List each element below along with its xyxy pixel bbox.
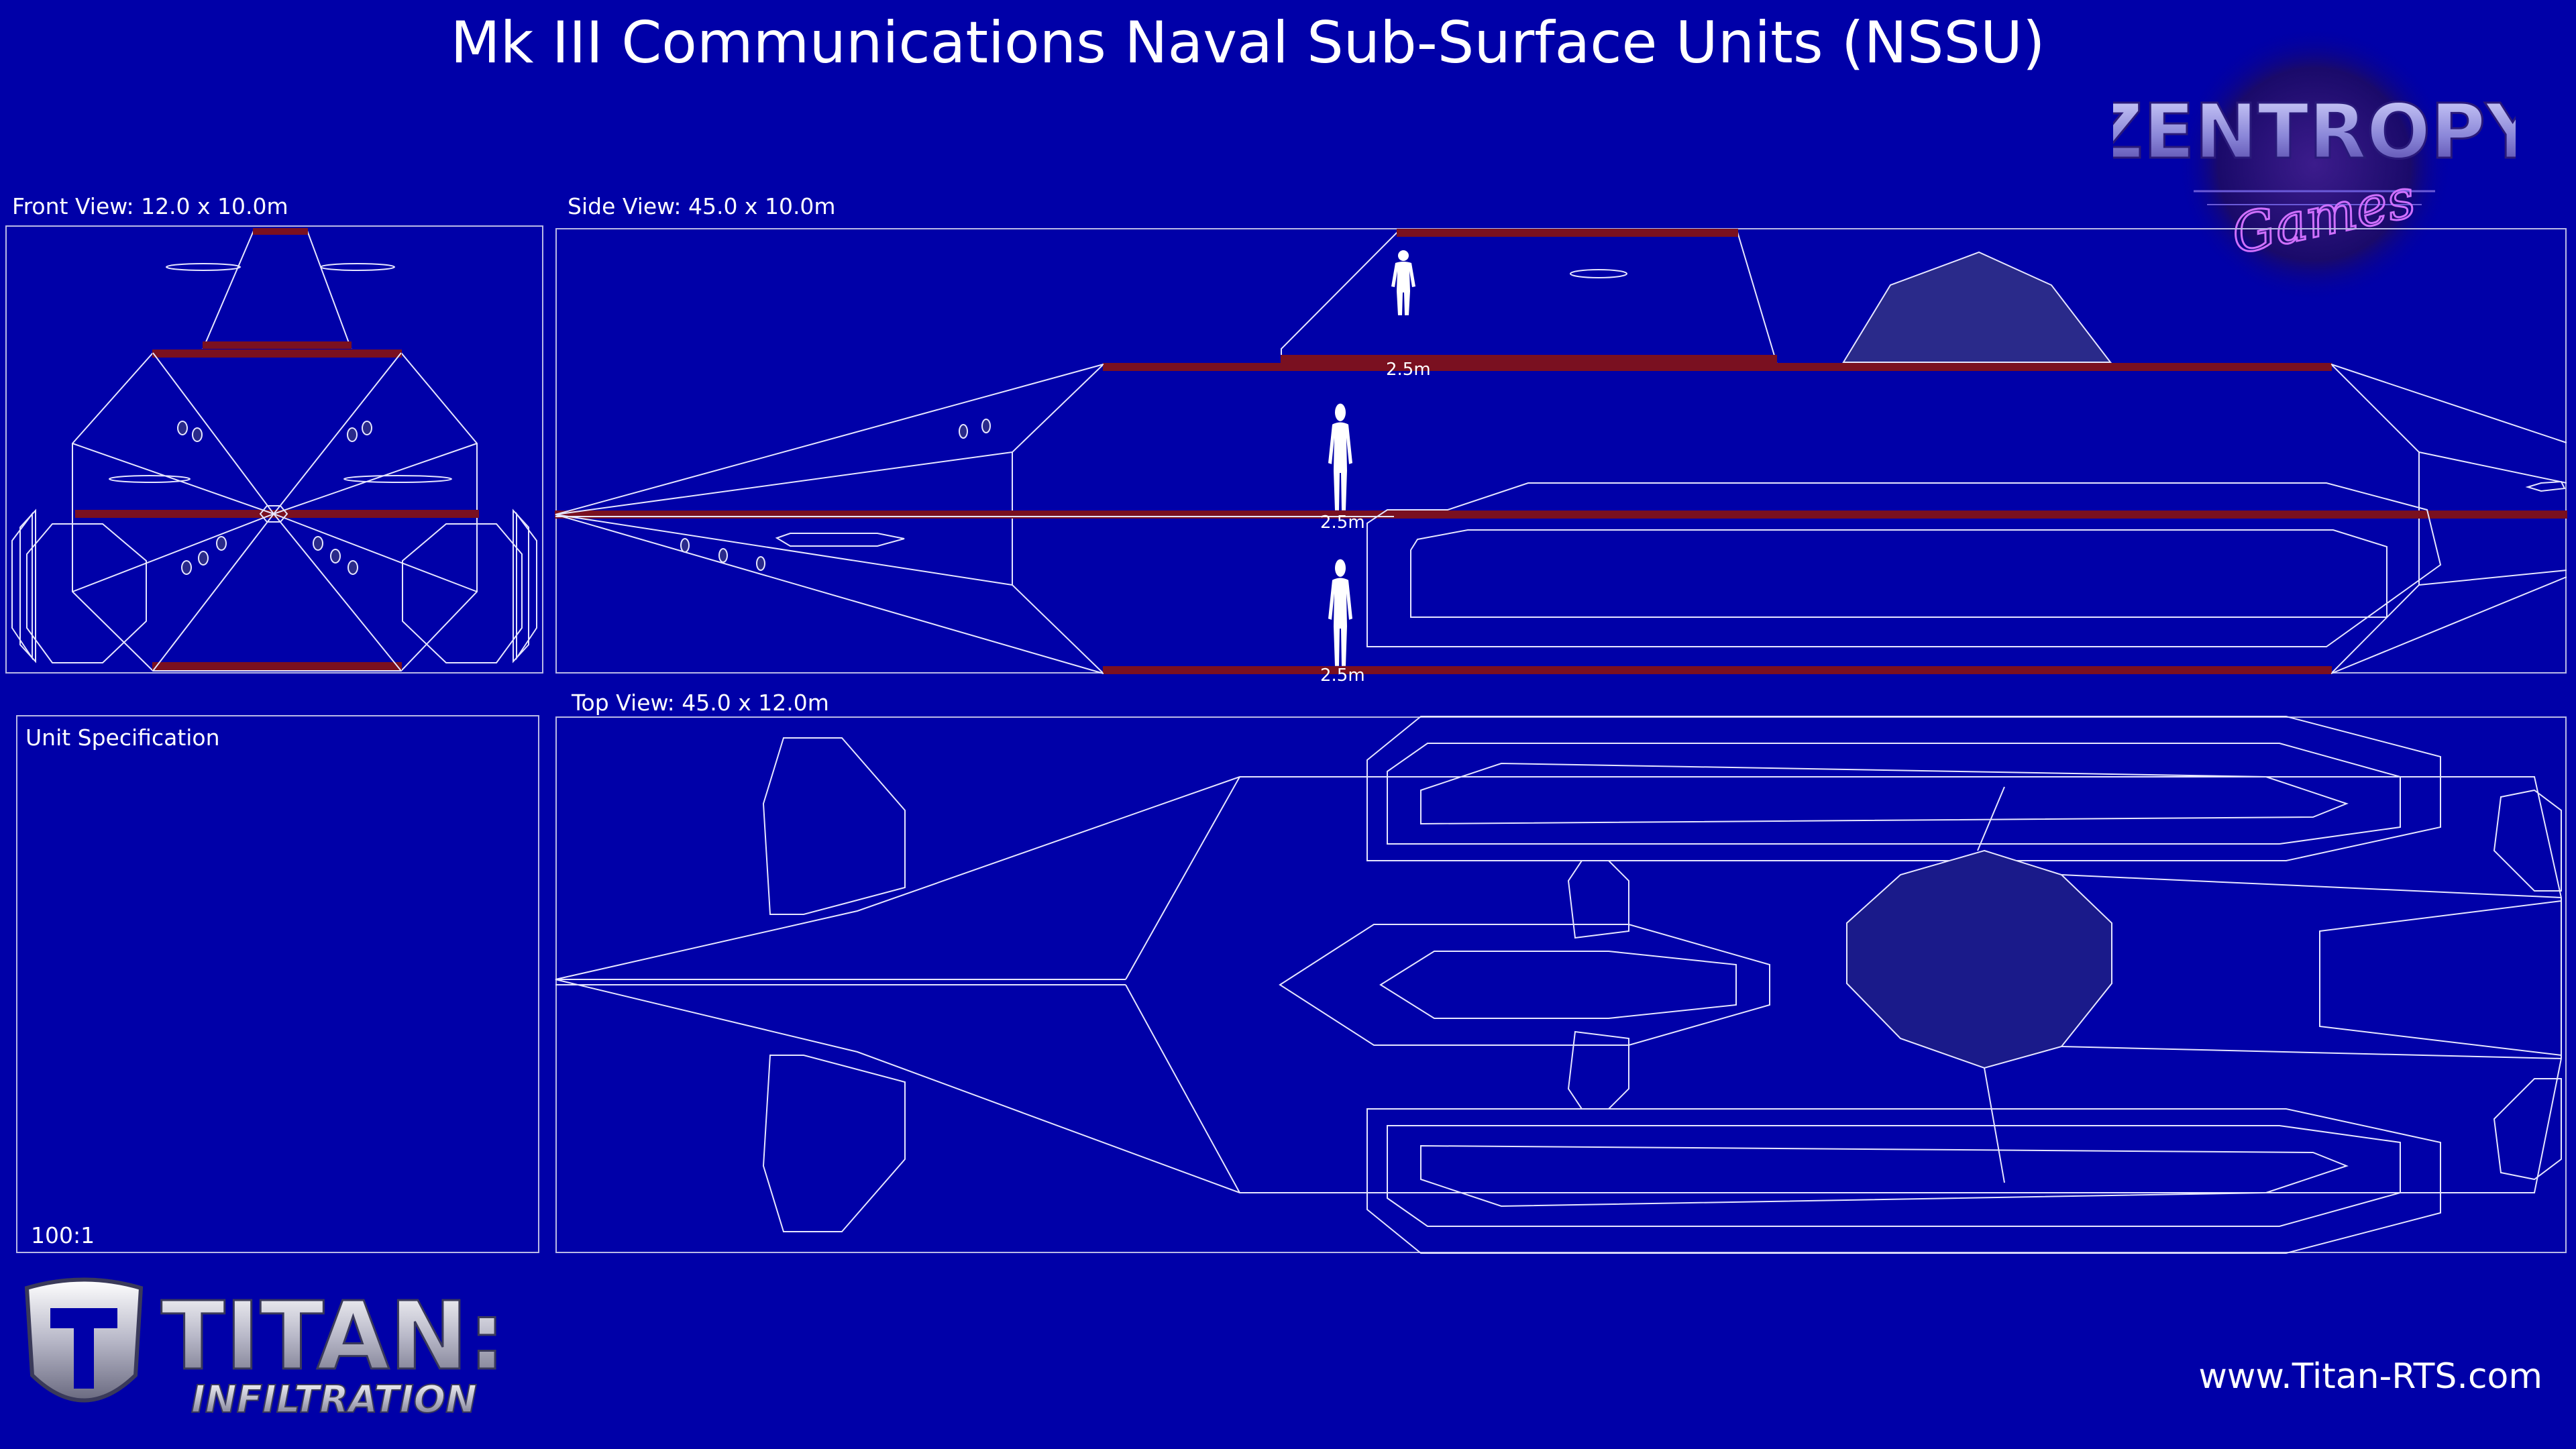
titan-text: TITAN:	[161, 1282, 506, 1391]
top-view-label: Top View: 45.0 x 12.0m	[572, 690, 829, 716]
unit-specification-label: Unit Specification	[25, 724, 220, 751]
zentropy-games-logo: ZENTROPY Games	[2113, 27, 2516, 302]
titan-shield-icon	[24, 1277, 144, 1403]
page-title: Mk III Communications Naval Sub-Surface …	[450, 9, 2045, 76]
deck-height-label: 2.5m	[1386, 360, 1431, 380]
human-figure-icon	[1328, 403, 1352, 511]
front-view-panel	[5, 225, 543, 674]
side-view-drawing	[555, 229, 2567, 674]
titan-infiltration-logo: TITAN: INFILTRATION	[24, 1277, 506, 1422]
top-view-drawing	[555, 716, 2562, 1254]
zentropy-text: ZENTROPY	[2113, 89, 2516, 176]
human-figure-icon	[1328, 559, 1352, 666]
deck-height-label: 2.5m	[1320, 665, 1365, 686]
side-view-label: Side View: 45.0 x 10.0m	[568, 193, 836, 219]
infiltration-text: INFILTRATION	[191, 1378, 477, 1421]
front-view-drawing	[11, 228, 537, 672]
unit-specification-panel	[16, 715, 539, 1253]
scale-ratio: 100:1	[31, 1222, 95, 1248]
human-figure-icon	[1391, 250, 1415, 315]
website-link[interactable]: www.Titan-RTS.com	[2198, 1356, 2542, 1397]
deck-height-label: 2.5m	[1320, 513, 1365, 533]
front-view-label: Front View: 12.0 x 10.0m	[12, 193, 288, 219]
